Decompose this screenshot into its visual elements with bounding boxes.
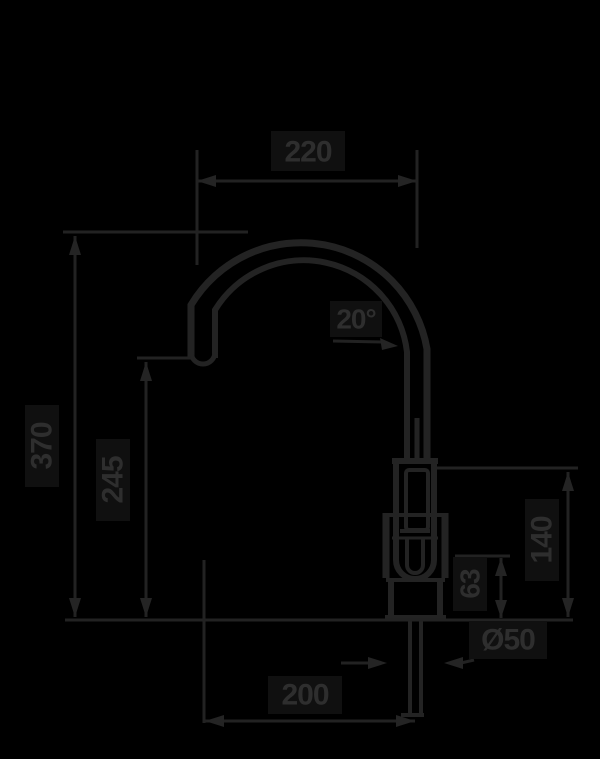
leader-tail-right [460, 658, 475, 665]
spout-outlet-tip [188, 351, 218, 367]
dim-label-total-height: 370 [26, 422, 59, 469]
dim-label-box [453, 557, 487, 611]
dim-label-box [268, 676, 342, 714]
arrowhead-right [396, 715, 415, 727]
dim-label-box [96, 439, 130, 521]
dim-outlet-to-inlet: 200 [202, 560, 415, 727]
dim-outlet-height: 245 [96, 356, 191, 617]
dim-label-box [525, 499, 559, 581]
dim-spout-angle: 20° [330, 301, 398, 350]
dim-label-spout-angle: 20° [336, 304, 375, 335]
dim-label-body-height: 140 [526, 516, 559, 563]
dim-label-base-diameter: Ø50 [481, 624, 535, 657]
arrowhead-top [562, 472, 574, 491]
arrowhead-top [69, 236, 81, 255]
dim-label-spout-reach: 220 [284, 136, 331, 169]
cartridge-detail [404, 468, 430, 532]
arrowhead-top [140, 362, 152, 381]
dim-total-height: 370 [25, 230, 248, 617]
dim-label-box [25, 405, 59, 487]
arrowhead-bottom [562, 598, 574, 617]
faucet-outline [187, 239, 449, 717]
dim-label-box [271, 131, 345, 171]
arrowhead-top [495, 558, 507, 576]
arrowhead-bottom [495, 600, 507, 618]
dim-base-diameter: Ø50 [341, 621, 547, 669]
arrowhead-left [205, 715, 224, 727]
arrowhead-right [398, 175, 417, 187]
spray-head-inner [405, 537, 425, 575]
arrowhead-left [368, 657, 387, 669]
spout-outer-arc [187, 239, 431, 458]
arrowhead-right [444, 657, 463, 669]
arrowhead-left [197, 175, 216, 187]
dim-label-box [469, 621, 547, 659]
dim-spray-clearance: 63 [453, 554, 510, 618]
dim-label-outlet-height: 245 [97, 456, 130, 503]
arrowhead-bottom [140, 598, 152, 617]
leader-line [332, 339, 384, 344]
dim-label-box [330, 301, 382, 337]
dim-label-outlet-to-inlet: 200 [281, 679, 328, 712]
dim-spout-reach: 220 [195, 131, 419, 265]
arrowhead-bottom [69, 598, 81, 617]
arrowhead-leader [380, 338, 398, 350]
dim-body-height: 140 [437, 466, 578, 617]
spout-inner-arc [212, 257, 410, 458]
dim-label-spray-clearance: 63 [455, 569, 486, 599]
